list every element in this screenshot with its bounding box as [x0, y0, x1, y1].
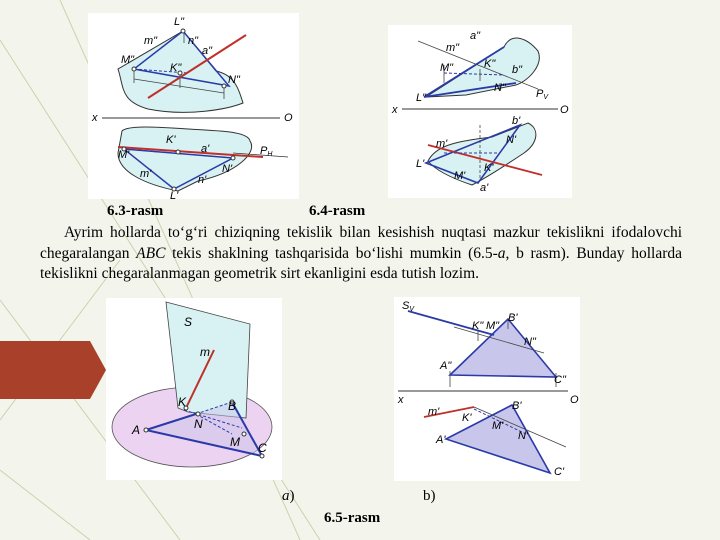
fig65b-label-O: O [570, 394, 579, 406]
fig65a-label-C: C [258, 441, 267, 455]
fig64-label-a1: a' [480, 182, 489, 194]
fig63-label-O: O [284, 112, 293, 124]
fig65b-label-A2: A" [439, 360, 452, 372]
fig65a-label-A: A [131, 423, 140, 437]
fig65a-label-K: K [178, 395, 187, 409]
fig64-label-N2: N" [494, 82, 507, 94]
fig65b-label-C1: C' [554, 466, 565, 478]
fig63-label-m2: m" [144, 35, 158, 47]
fig65a-label-S: S [184, 315, 192, 329]
fig64-label-x: x [391, 104, 398, 116]
fig63-label-K2: K" [170, 62, 182, 74]
fig63-label-x: x [91, 112, 98, 124]
fig63-label-M1: M' [118, 149, 130, 161]
fig64-label-m2: m" [446, 42, 460, 54]
figure-6-5b: SV K" M" B' N" A" C" x O m' B' K' M' A' … [394, 297, 580, 481]
fig65b-label-B2: B' [508, 312, 518, 324]
fig64-label-m1: m' [436, 138, 448, 150]
fig65b-label-K1: K' [462, 412, 472, 424]
fig65b-label-B1: B' [512, 400, 522, 412]
fig64-label-L2: L" [416, 92, 427, 104]
fig64-label-M1: M' [454, 170, 466, 182]
caption-6-3: 6.3-rasm [107, 203, 164, 219]
fig65b-label-N2: N" [524, 336, 537, 348]
fig65a-label-M: M [230, 435, 240, 449]
fig65b-label-C2: C" [554, 374, 567, 386]
fig65b-label-SV: SV [402, 300, 415, 313]
fig65a-label-N: N [194, 417, 203, 431]
sub-label-a: a) [282, 488, 295, 504]
fig65b-label-M1: M' [492, 420, 504, 432]
fig65b-label-x: x [397, 394, 404, 406]
sub-label-b: b) [423, 488, 436, 504]
fig64-label-O: O [560, 104, 569, 116]
body-paragraph: Ayrim hollarda to‘g‘ri chiziqning tekisl… [40, 224, 682, 282]
fig64-label-b2: b" [512, 64, 523, 76]
caption-6-5: 6.5-rasm [324, 510, 381, 526]
fig63-label-n1: n' [198, 174, 207, 186]
figure-6-3: L" m" n" M" K" a" N" x O K' M' a' N' PH … [88, 13, 299, 199]
fig63-label-N2: N" [228, 74, 241, 86]
fig65b-label-A1: A' [435, 434, 446, 446]
fig63-label-m1: m' [140, 168, 152, 180]
fig64-label-M2: M" [440, 62, 454, 74]
fig65b-label-N1: N' [518, 430, 529, 442]
fig65a-label-B: B [228, 399, 236, 413]
fig65b-label-K2: K" [472, 320, 484, 332]
fig63-label-M2: M" [121, 54, 135, 66]
fig63-label-n2: n" [188, 35, 199, 47]
fig64-label-PV: PV [536, 88, 549, 101]
fig63-label-a1: a' [201, 143, 210, 155]
fig63-label-K1: K' [166, 134, 176, 146]
fig63-label-N1: N' [222, 163, 233, 175]
fig64-label-N1: N' [506, 134, 517, 146]
figure-6-4: a" m" M" K" b" N" PV L" x O b' m' N' L' … [388, 25, 572, 198]
figure-6-5a: S m K B N A M C [106, 298, 282, 480]
fig64-label-a2: a" [470, 30, 481, 42]
fig63-label-L2: L" [174, 16, 185, 28]
fig64-label-K1: K' [484, 162, 494, 174]
slide-side-tab [0, 341, 106, 399]
fig65b-label-M2: M" [486, 320, 500, 332]
fig65a-label-m: m [200, 345, 210, 359]
caption-6-4: 6.4-rasm [309, 203, 366, 219]
fig63-label-a2: a" [202, 45, 213, 57]
fig63-label-PH: PH [260, 145, 273, 158]
fig64-label-L1: L' [416, 158, 425, 170]
fig64-label-b1: b' [512, 115, 521, 127]
fig65b-label-m1: m' [428, 406, 440, 418]
fig63-label-L1: L' [170, 190, 179, 199]
fig64-label-K2: K" [484, 58, 496, 70]
